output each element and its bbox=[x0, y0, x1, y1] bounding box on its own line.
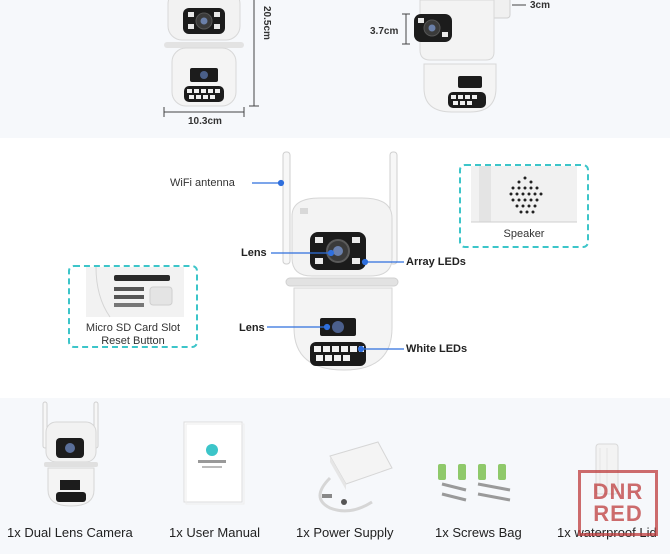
speaker-label: Speaker bbox=[503, 228, 545, 240]
width-dimension: 10.3cm bbox=[188, 116, 222, 127]
white-leds-label: White LEDs bbox=[406, 343, 468, 355]
reset-button-label: Reset Button bbox=[101, 335, 165, 347]
camera-side-view bbox=[402, 0, 526, 113]
package-item-power-supply: 1x Power Supply bbox=[296, 525, 394, 540]
manual-icon bbox=[183, 421, 245, 505]
speaker-callout: Speaker bbox=[459, 164, 589, 248]
package-item-manual: 1x User Manual bbox=[169, 525, 261, 540]
package-item-camera: 1x Dual Lens Camera bbox=[7, 525, 133, 540]
package-item-lid: 1x waterproof Lid bbox=[557, 525, 657, 540]
lens-bottom-label: Lens bbox=[239, 322, 265, 334]
watermark-logo: DNR RED bbox=[578, 470, 658, 536]
camera-front-view bbox=[163, 0, 259, 117]
speaker-icon bbox=[471, 166, 577, 223]
top-offset-dimension: 3cm bbox=[530, 0, 551, 11]
sd-slot-icon bbox=[86, 267, 184, 318]
lens-top-label: Lens bbox=[241, 247, 267, 259]
height-dimension: 20.5cm bbox=[261, 6, 272, 40]
camera-icon bbox=[42, 401, 99, 507]
lens-offset-dimension: 3.7cm bbox=[370, 26, 399, 37]
watermark-line2: RED bbox=[593, 501, 643, 526]
watermark-line1: DNR bbox=[592, 479, 644, 504]
package-illustration bbox=[42, 401, 619, 513]
package-band bbox=[0, 398, 670, 554]
dimension-illustration bbox=[163, 0, 526, 117]
package-item-screws: 1x Screws Bag bbox=[435, 525, 522, 540]
wifi-antenna-label: WiFi antenna bbox=[170, 177, 235, 189]
sd-slot-label: Micro SD Card Slot bbox=[85, 322, 181, 334]
screws-icon bbox=[438, 464, 511, 502]
array-leds-label: Array LEDs bbox=[406, 256, 466, 268]
power-supply-icon bbox=[318, 441, 393, 513]
dimensions-band bbox=[0, 0, 670, 138]
lid-icon bbox=[595, 443, 619, 495]
sd-slot-callout: Micro SD Card Slot Reset Button bbox=[68, 265, 198, 348]
feature-illustration bbox=[252, 151, 404, 371]
